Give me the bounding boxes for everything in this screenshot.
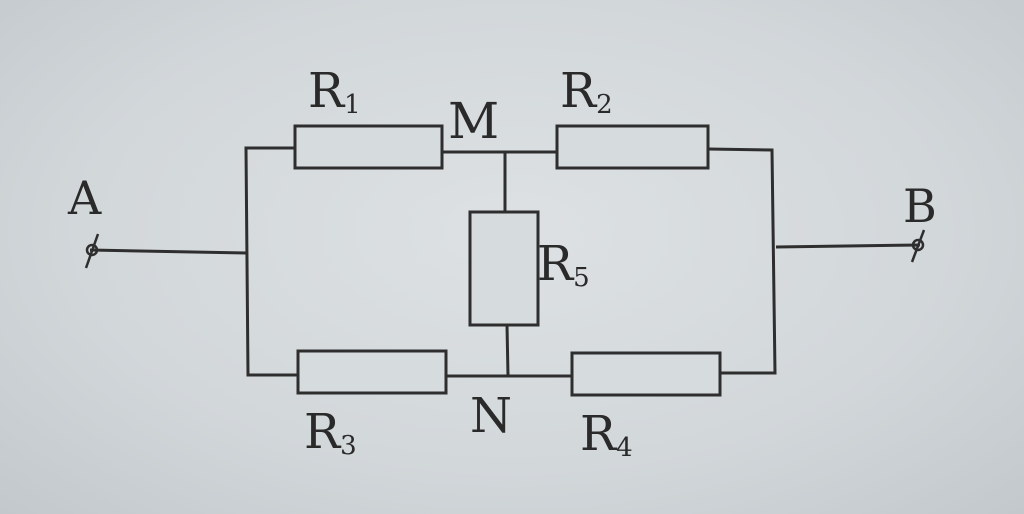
node-n-label: N [470,388,512,444]
resistor-r5 [468,210,540,327]
node-m-label: M [448,92,499,150]
wire-b [775,243,921,249]
wire-r5-n [505,324,510,377]
resistor-r2 [555,124,710,170]
r5-label: R5 [537,236,590,293]
resistor-r3 [296,349,448,395]
terminal-b-icon [911,238,925,252]
terminal-a-icon [85,243,99,257]
terminal-b-label: B [903,179,937,233]
terminal-a-tick [84,233,100,269]
terminal-a-label: A [67,171,102,225]
r1-label: R1 [308,63,361,120]
r4-label: R4 [580,406,633,463]
terminal-marks [84,229,926,269]
resistor-r4 [570,351,722,397]
wire-left-vertical [244,146,298,377]
wires [89,146,921,378]
terminal-b-tick [910,229,926,263]
resistor-r1 [293,124,444,170]
r3-label: R3 [304,404,357,461]
wire-right-vertical [707,147,777,375]
wire-a [89,248,247,255]
r2-label: R2 [560,63,613,120]
resistors [293,124,722,397]
